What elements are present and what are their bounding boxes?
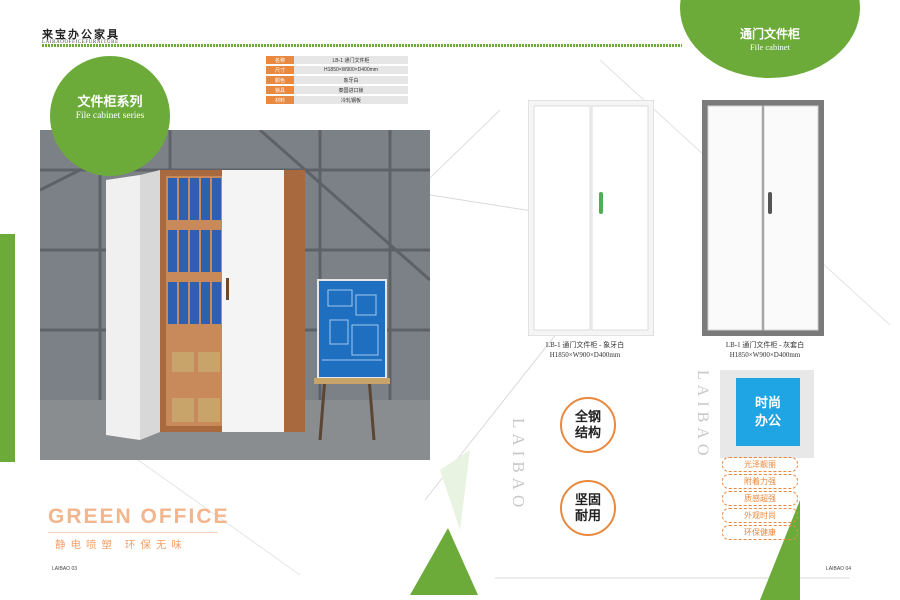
spec-value: 冷轧钢板 (294, 96, 408, 104)
series-title-en: File cabinet series (75, 111, 145, 121)
product-caption-ivory: LB-1 通门文件柜 - 象牙白 H1850×W900×D400mm (500, 340, 670, 360)
green-side-bar (0, 234, 15, 462)
green-office-subtitle: 静电喷塑 环保无味 (55, 539, 187, 551)
spec-row: 材料冷轧钢板 (266, 96, 408, 104)
product-name: LB-1 通门文件柜 - 象牙白 (545, 341, 625, 349)
brand-name-cn: 来宝办公家具 (42, 29, 120, 41)
spec-label: 锁具 (266, 86, 294, 94)
feature-pill: 外观时尚 (722, 508, 798, 523)
feature-pill: 光泽靓丽 (722, 457, 798, 472)
feature-pill: 附着力强 (722, 474, 798, 489)
cabinet-title-cn: 通门文件柜 (739, 27, 800, 41)
spec-value: 泰国进口锁 (294, 86, 408, 94)
product-size: H1850×W900×D400mm (729, 351, 801, 359)
product-image-grey (702, 100, 824, 336)
feature-circle-steel: 全钢 结构 (560, 397, 616, 453)
spec-value: H1850×W900×D400mm (294, 66, 408, 74)
green-office-rule (48, 532, 218, 533)
cabinet-title-en: File cabinet (750, 42, 790, 52)
feature-pill: 环保健康 (722, 525, 798, 540)
watermark-laibao: LAIBAO (509, 418, 528, 513)
page-number-left: LAIBAO 03 (52, 566, 78, 572)
feature-pill: 质感超强 (722, 491, 798, 506)
header-rule (42, 44, 682, 47)
product-image-ivory (528, 100, 654, 336)
spec-value: 象牙白 (294, 76, 408, 84)
spec-label: 颜色 (266, 76, 294, 84)
watermark-laibao: LAIBAO (694, 370, 711, 461)
spec-label: 尺寸 (266, 66, 294, 74)
spec-label: 材料 (266, 96, 294, 104)
series-title-cn: 文件柜系列 (77, 94, 143, 109)
spec-value: LB-1 通门文件柜 (294, 56, 408, 64)
brand-name-en: LAIBAOOFFICEFURNITURE (42, 40, 119, 45)
spec-label: 名称 (266, 56, 294, 64)
series-badge (50, 56, 170, 176)
green-triangle-left (410, 528, 478, 595)
product-name: LB-1 通门文件柜 - 灰套白 (725, 341, 805, 349)
fashion-office-badge: 时尚 办公 (736, 378, 800, 446)
product-size: H1850×W900×D400mm (549, 351, 621, 359)
feature-circle-durable: 坚固 耐用 (560, 480, 616, 536)
spec-row: 颜色象牙白 (266, 76, 408, 84)
green-office-title: GREEN OFFICE (48, 505, 230, 528)
page-number-right: LAIBAO 04 (826, 566, 852, 572)
spec-row: 锁具泰国进口锁 (266, 86, 408, 94)
product-scene-photo (40, 130, 430, 460)
product-caption-grey: LB-1 通门文件柜 - 灰套白 H1850×W900×D400mm (680, 340, 850, 360)
